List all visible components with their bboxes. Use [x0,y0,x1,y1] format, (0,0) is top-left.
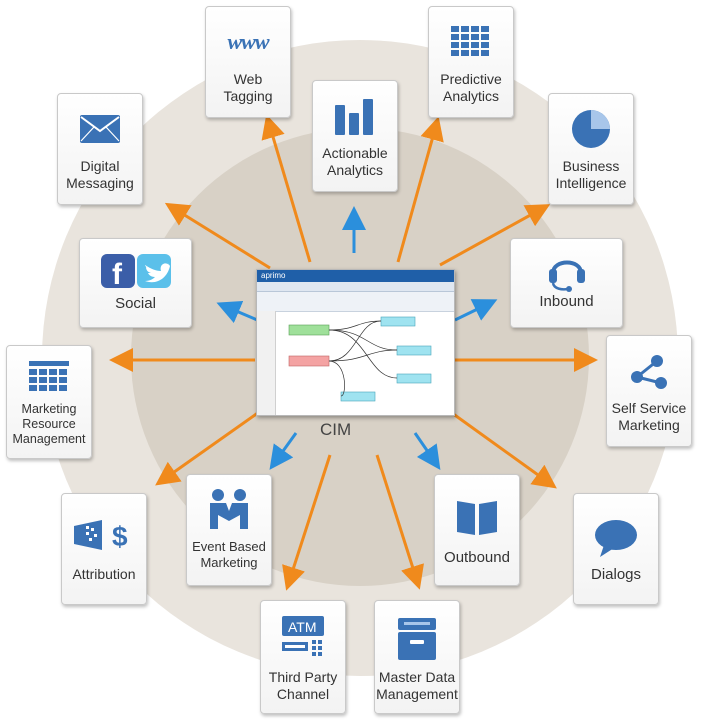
arrow-web-tagging [261,114,312,263]
arrow-digital-messaging [164,202,271,270]
card-outbound: Outbound [434,474,520,586]
cim-flow-graph [288,316,432,402]
card-label: Dialogs [590,566,642,583]
card-label: Attribution [72,566,136,582]
card-actionable-analytics: Actionable Analytics [312,80,398,192]
card-label: Social [115,295,156,312]
cim-toolbar [257,292,454,312]
cim-app-header: aprimo [257,270,454,282]
arrow-event-based [269,432,298,470]
card-master-data-management: Master Data Management [374,600,460,714]
attribution-icon: $ [72,512,136,558]
svg-text:ATM: ATM [288,619,317,635]
speech-bubble-icon [594,516,638,562]
card-third-party-channel: ATM Third Party Channel [260,600,346,714]
social-icons: f [100,251,171,293]
arrow-inbound [454,299,498,322]
card-label: Inbound [539,293,594,310]
envelope-icon [79,106,121,152]
pie-chart-icon [571,106,611,152]
cim-brand: aprimo [261,271,286,280]
card-digital-messaging: Digital Messaging [57,93,143,205]
facebook-icon: f [112,258,123,291]
arrow-master-data [375,454,424,590]
www-icon: www [227,29,269,54]
people-handshake-icon [207,487,251,533]
calendar-grid-icon [29,360,69,396]
card-label: Event Based Marketing [192,539,266,570]
card-label: Web Tagging [223,71,273,104]
arrow-predictive-analytics [396,116,444,263]
card-inbound: Inbound [510,238,623,328]
arrow-third-party [282,454,332,591]
file-cabinet-icon [396,615,438,663]
bar-chart-icon [335,93,375,139]
twitter-icon [144,262,170,283]
card-social: f Social [79,238,192,328]
cim-tab-bar [257,282,454,292]
cim-screenshot: aprimo [256,269,455,416]
card-predictive-analytics: Predictive Analytics [428,6,514,118]
card-business-intelligence: Business Intelligence [548,93,634,205]
card-label: Third Party Channel [268,669,338,702]
card-label: Digital Messaging [66,158,134,191]
card-label: Actionable Analytics [322,145,388,178]
book-icon [455,495,499,541]
card-label: Self Service Marketing [611,400,687,433]
atm-icon: ATM [280,615,326,663]
card-label: Master Data Management [376,669,458,702]
card-marketing-resource-management: Marketing Resource Management [6,345,92,459]
share-icon [629,348,669,394]
card-web-tagging: www Web Tagging [205,6,291,118]
arrow-business-intelligence [439,204,551,267]
arrow-dialogs [444,406,557,489]
cim-label: CIM [320,420,352,439]
card-dialogs: Dialogs [573,493,659,605]
card-label: Predictive Analytics [440,71,502,104]
card-event-based-marketing: Event Based Marketing [186,474,272,586]
arrow-attribution [155,408,263,486]
card-attribution: $ Attribution [61,493,147,605]
card-label: Outbound [444,549,510,566]
headset-icon [546,249,588,293]
card-label: Business Intelligence [555,158,627,191]
dollar-icon: $ [112,521,128,552]
arrow-social [216,300,263,324]
card-label: Marketing Resource Management [12,402,86,446]
grid-icon [451,19,491,65]
cim-sidebar [257,311,276,415]
card-self-service-marketing: Self Service Marketing [606,335,692,447]
arrow-outbound [413,432,441,470]
